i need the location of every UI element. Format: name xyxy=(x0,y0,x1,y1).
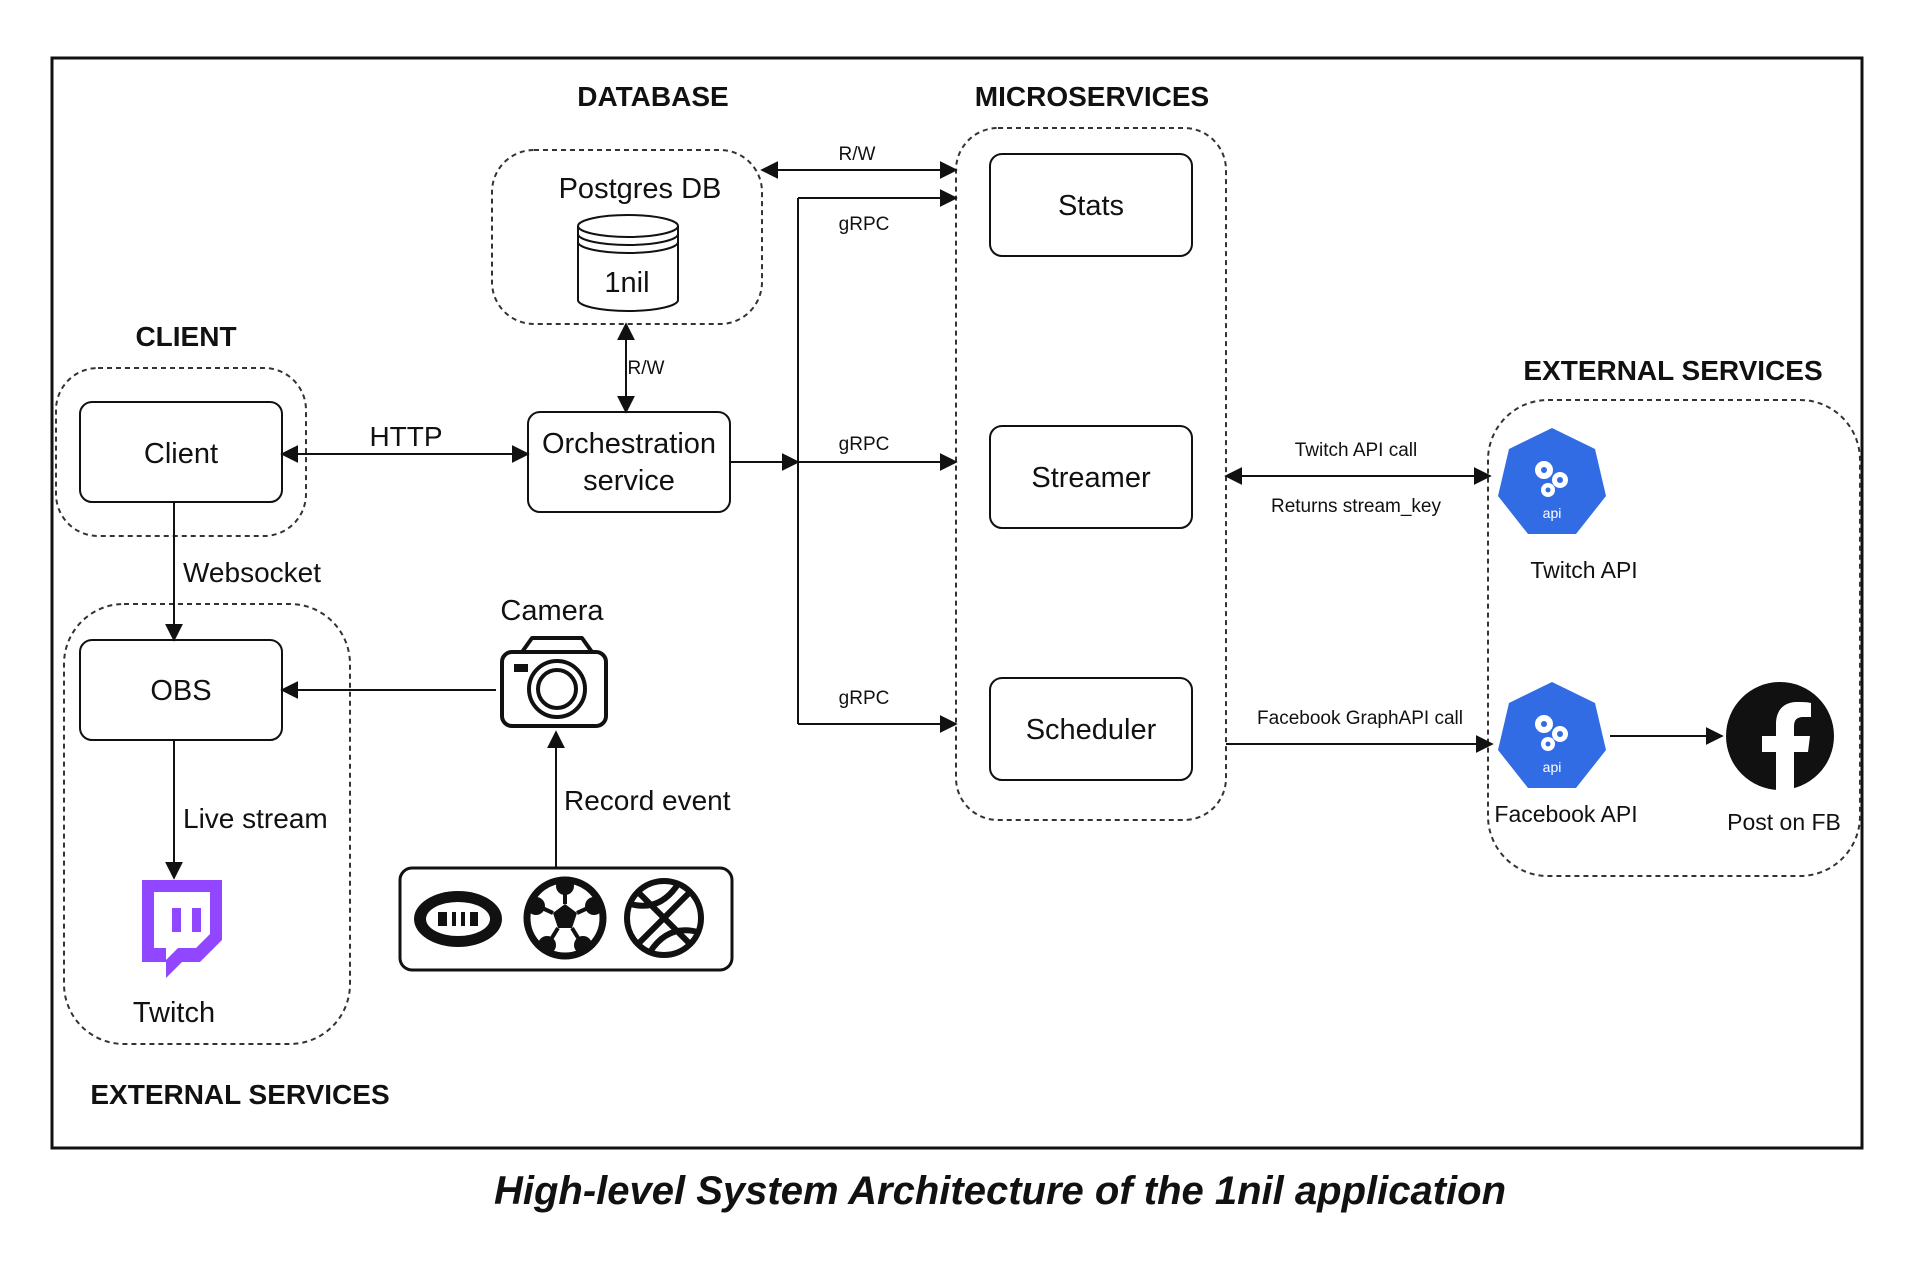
external-left-group xyxy=(63,603,351,1045)
twitch-api-icon: api xyxy=(1498,428,1606,534)
database-group xyxy=(491,149,763,325)
twitch-api-label: Twitch API xyxy=(1530,557,1637,583)
basketball-icon xyxy=(624,878,704,958)
section-title-microservices: MICROSERVICES xyxy=(975,81,1209,112)
edge-label-http: HTTP xyxy=(369,421,442,452)
scheduler-label: Scheduler xyxy=(1026,714,1157,746)
facebook-logo-icon xyxy=(1726,682,1834,790)
section-title-client: CLIENT xyxy=(135,321,236,352)
stats-label: Stats xyxy=(1058,190,1124,222)
edge-label-fb-call: Facebook GraphAPI call xyxy=(1257,708,1463,729)
edge-label-grpc-stats: gRPC xyxy=(839,214,890,235)
database-name: 1nil xyxy=(604,267,649,299)
edge-label-record-event: Record event xyxy=(564,785,731,816)
streamer-label: Streamer xyxy=(1031,462,1151,494)
edge-label-twitch-return: Returns stream_key xyxy=(1271,496,1442,517)
edge-label-live-stream: Live stream xyxy=(183,803,328,834)
facebook-api-label: Facebook API xyxy=(1494,801,1637,827)
twitch-label: Twitch xyxy=(133,997,215,1029)
diagram-frame xyxy=(50,56,1864,1150)
edge-label-twitch-call: Twitch API call xyxy=(1295,440,1418,461)
orchestration-service-node[interactable] xyxy=(527,411,731,513)
camera-icon xyxy=(500,636,608,728)
section-title-external-right: EXTERNAL SERVICES xyxy=(1523,355,1822,386)
streamer-node[interactable] xyxy=(989,425,1193,529)
edge-label-websocket: Websocket xyxy=(183,557,321,588)
camera-label: Camera xyxy=(500,595,604,627)
orchestration-label-line2: service xyxy=(583,465,675,497)
edge-label-grpc-streamer: gRPC xyxy=(839,434,890,455)
obs-label: OBS xyxy=(150,675,211,707)
facebook-api-badge: api xyxy=(1543,759,1562,775)
orchestration-label-line1: Orchestration xyxy=(542,428,716,460)
database-cylinder-icon xyxy=(577,214,679,312)
facebook-api-icon: api xyxy=(1498,682,1606,788)
figure-caption: High-level System Architecture of the 1n… xyxy=(494,1169,1506,1213)
soccer-ball-icon xyxy=(523,876,607,960)
external-right-group xyxy=(1487,399,1861,877)
edge-label-rw-top: R/W xyxy=(839,144,876,165)
microservices-group xyxy=(955,127,1227,821)
section-title-external-left: EXTERNAL SERVICES xyxy=(90,1079,389,1110)
edge-label-grpc-scheduler: gRPC xyxy=(839,688,890,709)
section-title-database: DATABASE xyxy=(577,81,728,112)
stats-node[interactable] xyxy=(989,153,1193,257)
client-label: Client xyxy=(144,438,218,470)
football-icon xyxy=(414,891,502,947)
edge-label-rw-db: R/W xyxy=(628,358,665,379)
post-on-fb-label: Post on FB xyxy=(1727,809,1841,835)
scheduler-node[interactable] xyxy=(989,677,1193,781)
twitch-logo-icon xyxy=(142,880,222,978)
postgres-db-label: Postgres DB xyxy=(559,173,722,205)
twitch-api-badge: api xyxy=(1543,505,1562,521)
